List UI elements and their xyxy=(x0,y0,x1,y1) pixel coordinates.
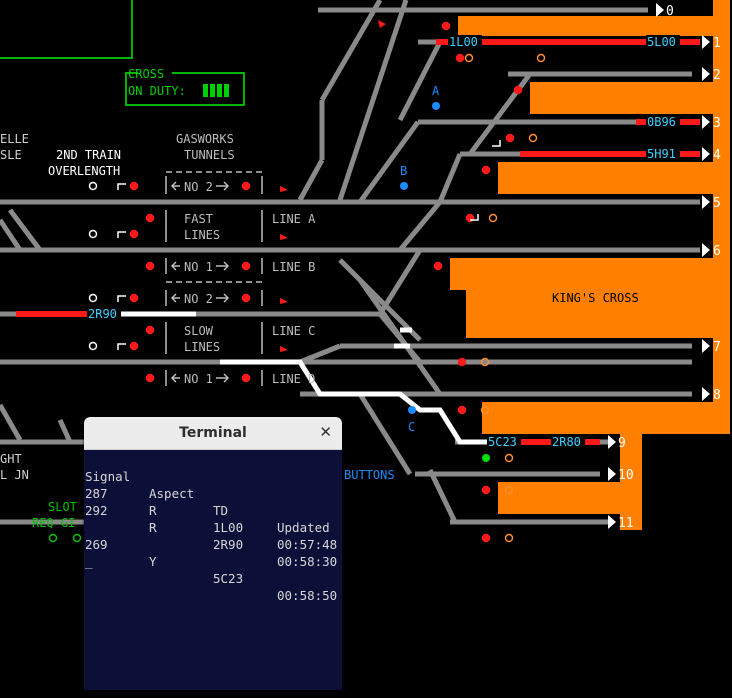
cell-td: 1L00 xyxy=(213,520,244,535)
terminal-prompt[interactable]: _ xyxy=(85,536,342,569)
line-c-label: LINE C xyxy=(272,324,315,338)
platform-number-4: 4 xyxy=(713,148,721,163)
cell-signal: 269 xyxy=(85,537,108,552)
platform-number-6: 6 xyxy=(713,244,721,259)
slow-lines-2: LINES xyxy=(184,340,220,354)
tunnel-no1-top: NO 1 xyxy=(184,260,213,274)
cell-aspect: R xyxy=(149,503,157,518)
header-signal: Signal xyxy=(85,469,131,484)
platform-number-2: 2 xyxy=(713,68,721,83)
cell-td: 2R90 xyxy=(213,537,244,552)
close-icon[interactable]: ✕ xyxy=(319,423,332,441)
terminal-title: Terminal xyxy=(179,425,247,441)
label-ght: GHT xyxy=(0,452,22,466)
header-aspect: Aspect xyxy=(149,486,195,501)
berth-5c23[interactable]: 5C23 xyxy=(488,435,517,449)
line-d-label: LINE D xyxy=(272,372,315,386)
slot-request[interactable]: SLOT REQ GI xyxy=(32,500,82,543)
tunnel-no2-top: NO 2 xyxy=(184,180,213,194)
platform-number-1: 1 xyxy=(713,36,721,51)
slot-line1: SLOT xyxy=(48,500,77,514)
gasworks-line1: GASWORKS xyxy=(176,132,234,146)
table-row xyxy=(85,502,342,519)
signal-green-aspect[interactable] xyxy=(482,454,490,462)
label-elle: ELLE xyxy=(0,132,29,146)
station-label: KING'S CROSS xyxy=(552,291,639,305)
label-ljn: L JN xyxy=(0,468,29,482)
platforms xyxy=(450,0,730,530)
platform-number-7: 7 xyxy=(713,340,721,355)
platform-number-5: 5 xyxy=(713,196,721,211)
berth-0b96[interactable]: 0B96 xyxy=(647,115,676,129)
platform-number-10: 10 xyxy=(618,468,634,483)
platform-number-8: 8 xyxy=(713,388,721,403)
route-label-b: B xyxy=(400,164,407,178)
platform-number-11: 11 xyxy=(618,516,634,531)
table-row: 287 R 1L00 00:57:48 xyxy=(85,468,342,552)
berth-2r80[interactable]: 2R80 xyxy=(552,435,581,449)
tunnel-no1-bottom: NO 1 xyxy=(184,372,213,386)
tunnel-markers xyxy=(165,171,263,386)
slow-lines-1: SLOW xyxy=(184,324,214,338)
on-duty-label: ON DUTY: xyxy=(128,84,186,98)
table-row: 269 Y 5C23 00:58:50 xyxy=(85,519,342,603)
header-td: TD xyxy=(213,503,229,518)
tunnel-no2-mid: NO 2 xyxy=(184,292,213,306)
overlength-line1: 2ND TRAIN xyxy=(56,148,121,162)
cell-signal: 287 xyxy=(85,486,108,501)
cell-updated: 00:57:48 xyxy=(277,537,338,552)
fast-lines-2: LINES xyxy=(184,228,220,242)
route-label-a: A xyxy=(432,84,440,98)
terminal-titlebar[interactable]: Terminal ✕ xyxy=(84,417,342,450)
berth-2r90[interactable]: 2R90 xyxy=(88,307,117,321)
berth-1l00[interactable]: 1L00 xyxy=(449,35,478,49)
panel-box-outline xyxy=(0,0,133,59)
line-a-label: LINE A xyxy=(272,212,316,226)
header-updated: Updated xyxy=(277,520,330,535)
slot-line2: REQ GI xyxy=(32,516,75,530)
cell-aspect: R xyxy=(149,520,157,535)
fast-lines-1: FAST xyxy=(184,212,213,226)
berth-5h91[interactable]: 5H91 xyxy=(647,147,676,161)
label-sle: SLE xyxy=(0,148,22,162)
platform-number-3: 3 xyxy=(713,116,721,131)
cell-updated: 00:58:30 xyxy=(277,554,338,569)
platform-numbers: 0 1 2 3 4 5 6 7 8 9 10 11 xyxy=(618,4,721,531)
berth-5l00[interactable]: 5L00 xyxy=(647,35,676,49)
gasworks-line2: TUNNELS xyxy=(184,148,235,162)
cell-signal: 292 xyxy=(85,503,108,518)
terminal-cursor: _ xyxy=(85,554,93,569)
overlength-line2: OVERLENGTH xyxy=(48,164,120,178)
cell-aspect: Y xyxy=(149,554,157,569)
buttons-label: BUTTONS xyxy=(344,468,395,482)
cross-on-duty-box: CROSS ON DUTY: xyxy=(125,67,245,106)
buffer-stops xyxy=(608,3,710,529)
cell-td: 5C23 xyxy=(213,571,244,586)
berths[interactable]: 1L00 5L00 0B96 5H91 2R90 5C23 2R80 xyxy=(87,35,680,449)
line-b-label: LINE B xyxy=(272,260,315,274)
route-label-c: C xyxy=(408,420,415,434)
cell-updated: 00:58:50 xyxy=(277,588,338,603)
cross-title: CROSS xyxy=(128,67,164,81)
platform-number-9: 9 xyxy=(618,436,626,451)
table-row: 292 R 2R90 00:58:30 xyxy=(85,485,342,569)
signals[interactable] xyxy=(88,20,546,543)
terminal-window[interactable]: Terminal ✕ Signal Aspect TD Updated 287 … xyxy=(84,417,342,690)
platform-number-0: 0 xyxy=(666,4,674,19)
table-header: Signal Aspect TD Updated xyxy=(85,451,342,535)
terminal-output[interactable]: Signal Aspect TD Updated 287 R 1L00 00:5… xyxy=(85,451,342,690)
